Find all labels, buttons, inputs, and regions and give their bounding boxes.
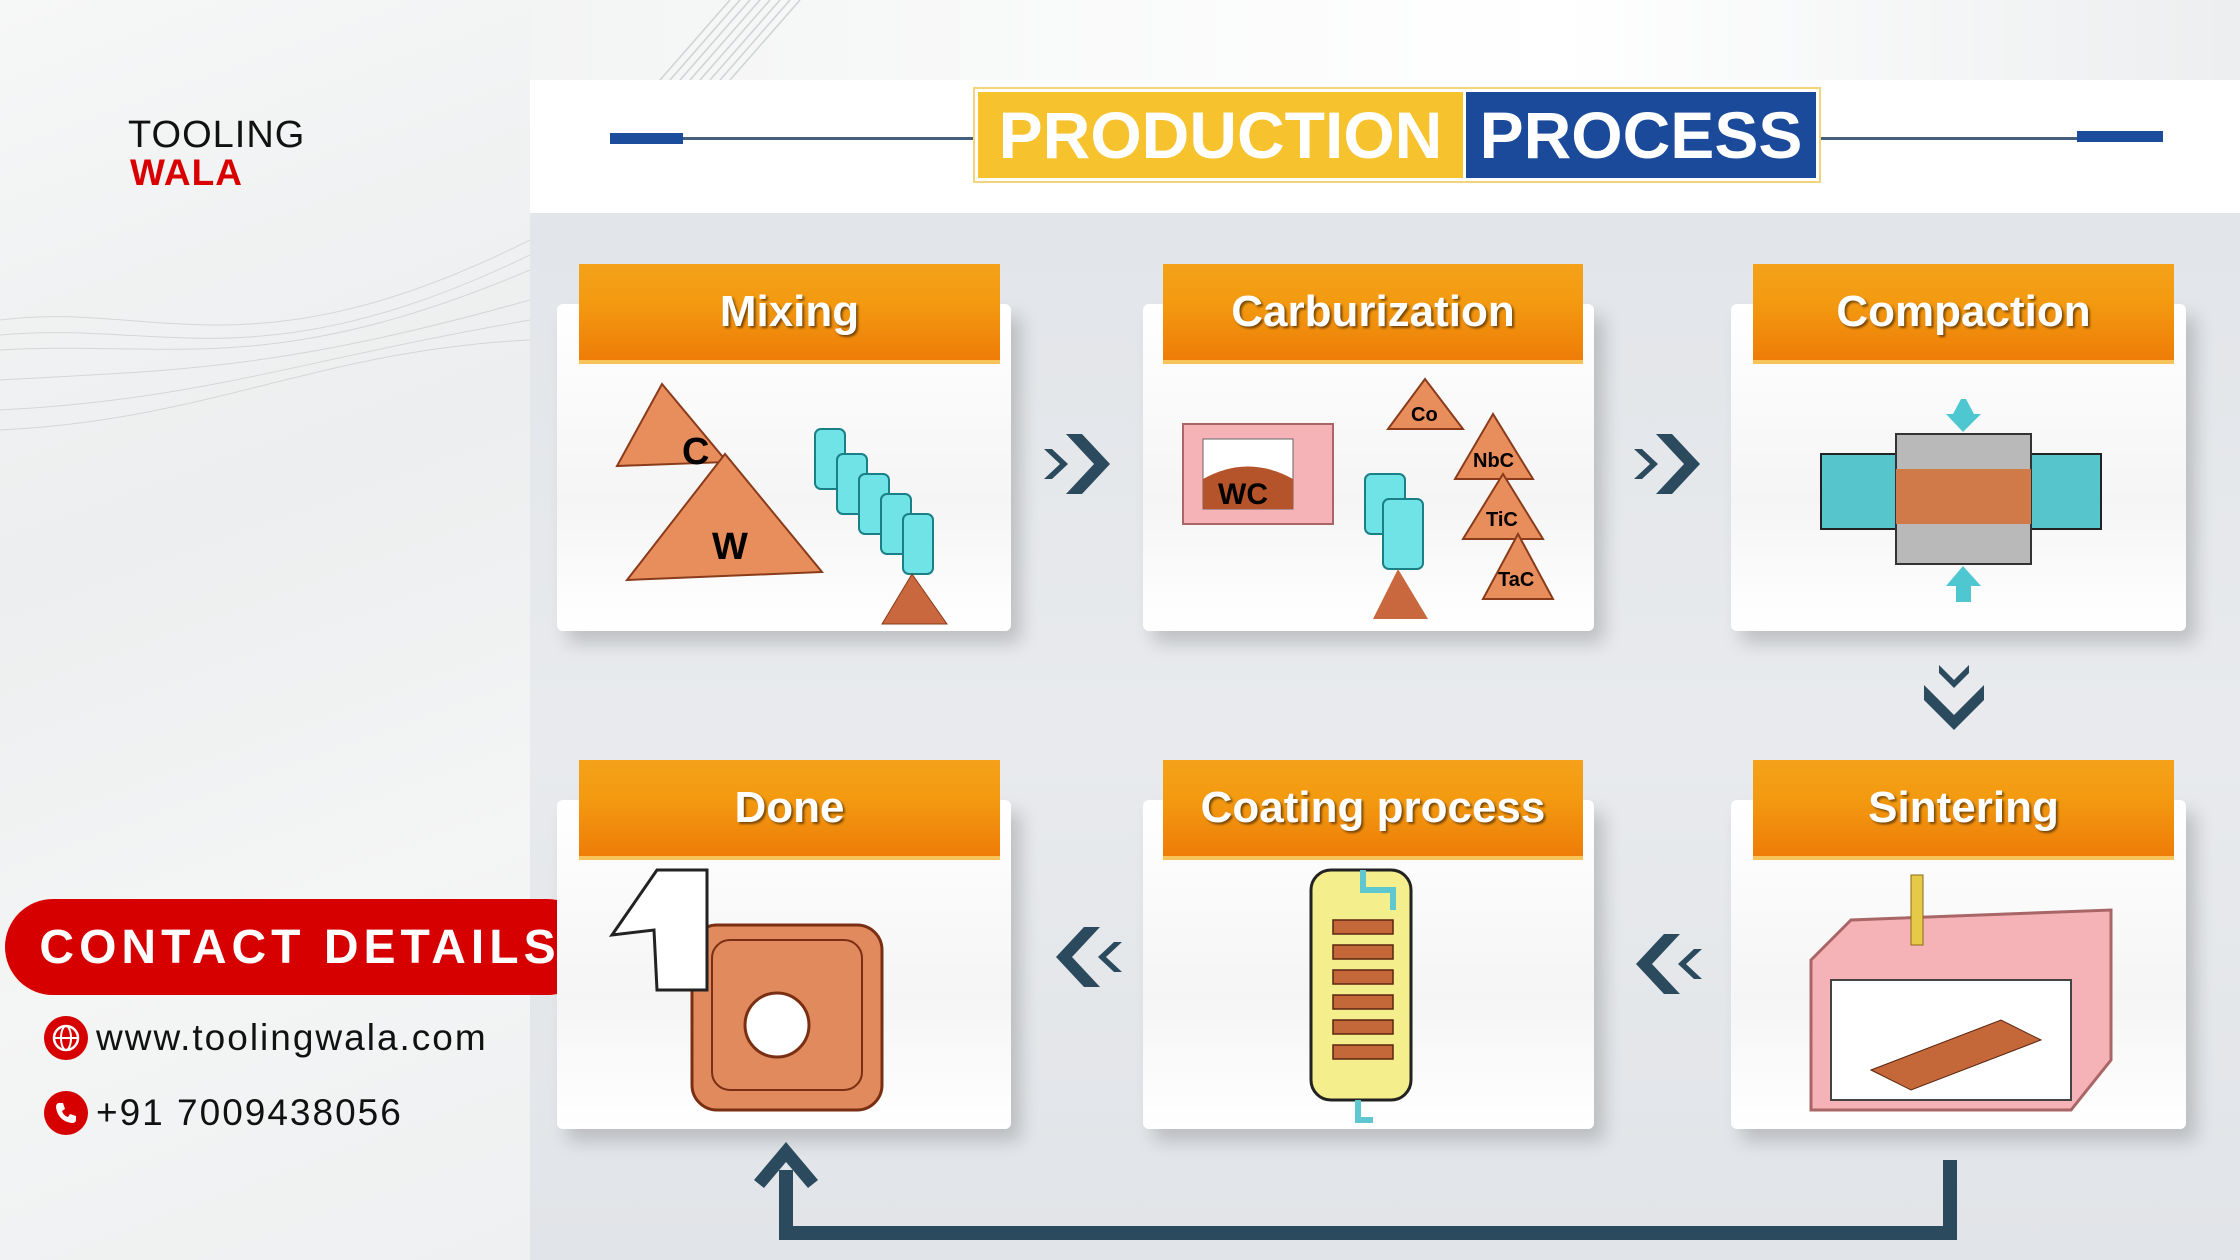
sintering-illustration bbox=[1809, 874, 2113, 1112]
carburization-illustration: WC Co NbC TiC TaC bbox=[1182, 377, 1555, 619]
page-title: PRODUCTION PROCESS bbox=[973, 87, 1821, 183]
chevron-right-icon bbox=[1044, 434, 1110, 494]
globe-icon bbox=[44, 1016, 88, 1060]
mixing-illustration: C W bbox=[615, 382, 948, 625]
website-link[interactable]: www.toolingwala.com bbox=[96, 1017, 488, 1058]
return-arrow-connector bbox=[754, 1142, 1957, 1240]
compaction-illustration bbox=[1820, 399, 2102, 602]
label-tic: TiC bbox=[1486, 509, 1518, 531]
website-contact[interactable]: www.toolingwala.com bbox=[44, 1016, 488, 1060]
logo-wala: WALA bbox=[130, 152, 243, 193]
chevron-down-icon bbox=[1924, 665, 1984, 730]
title-deco-bar-left bbox=[610, 133, 683, 144]
step-header-coating-process: Coating process bbox=[1163, 760, 1583, 860]
phone-contact[interactable]: +91 7009438056 bbox=[44, 1091, 403, 1135]
chevron-right-icon bbox=[1634, 434, 1700, 494]
top-decor-strip bbox=[530, 0, 2240, 81]
phone-icon bbox=[44, 1091, 88, 1135]
arrow-up-icon bbox=[754, 1142, 818, 1188]
step-header-done: Done bbox=[579, 760, 1000, 860]
title-line-left bbox=[683, 137, 973, 140]
label-w: W bbox=[712, 526, 748, 568]
logo-tooling: TOOLING bbox=[128, 114, 306, 156]
phone-number[interactable]: +91 7009438056 bbox=[96, 1092, 403, 1133]
title-process: PROCESS bbox=[1466, 89, 1819, 181]
title-line-right bbox=[1821, 137, 2078, 140]
chevron-left-icon bbox=[1636, 934, 1702, 994]
contact-details-heading: CONTACT DETAILS bbox=[5, 899, 595, 995]
step-header-compaction: Compaction bbox=[1753, 264, 2174, 364]
insert-illustration bbox=[608, 868, 884, 1112]
chevron-left-icon bbox=[1056, 927, 1122, 987]
label-co: Co bbox=[1411, 404, 1438, 426]
title-production: PRODUCTION bbox=[975, 89, 1466, 181]
label-wc: WC bbox=[1218, 478, 1268, 511]
left-panel-background bbox=[0, 0, 530, 1260]
coating-illustration bbox=[1309, 868, 1413, 1123]
label-c: C bbox=[682, 431, 709, 473]
label-nbc: NbC bbox=[1473, 450, 1514, 472]
step-header-mixing: Mixing bbox=[579, 264, 1000, 364]
title-deco-bar-right bbox=[2077, 131, 2163, 142]
step-header-sintering: Sintering bbox=[1753, 760, 2174, 860]
step-header-carburization: Carburization bbox=[1163, 264, 1583, 364]
label-tac: TaC bbox=[1498, 569, 1534, 591]
